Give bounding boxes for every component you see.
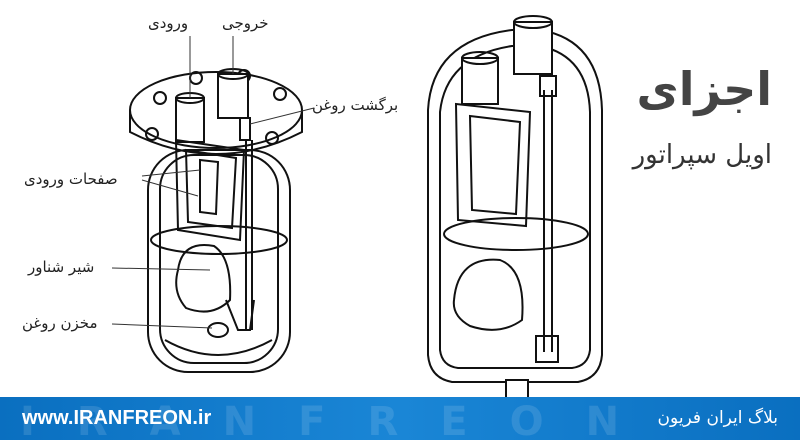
label-float-valve: شیر شناور (28, 258, 95, 276)
label-outlet: خروجی (222, 14, 269, 32)
diagram-title: اجزای (636, 62, 772, 116)
footer-blog-name: بلاگ ایران فریون (657, 408, 778, 428)
label-inlet: ورودی (148, 14, 189, 32)
footer-bar: IRANFREON www.IRANFREON.ir بلاگ ایران فر… (0, 397, 800, 440)
label-oil-reservoir: مخزن روغن (22, 314, 98, 332)
diagram-subtitle: اویل سپراتور (632, 140, 772, 170)
footer-website-link[interactable]: www.IRANFREON.ir (22, 407, 212, 429)
label-oil-return: برگشت روغن (312, 96, 399, 114)
label-inlet-plates: صفحات ورودی (24, 170, 118, 188)
labeled-separator-drawing (111, 15, 603, 399)
footer-watermark: IRANFREON (20, 399, 662, 440)
